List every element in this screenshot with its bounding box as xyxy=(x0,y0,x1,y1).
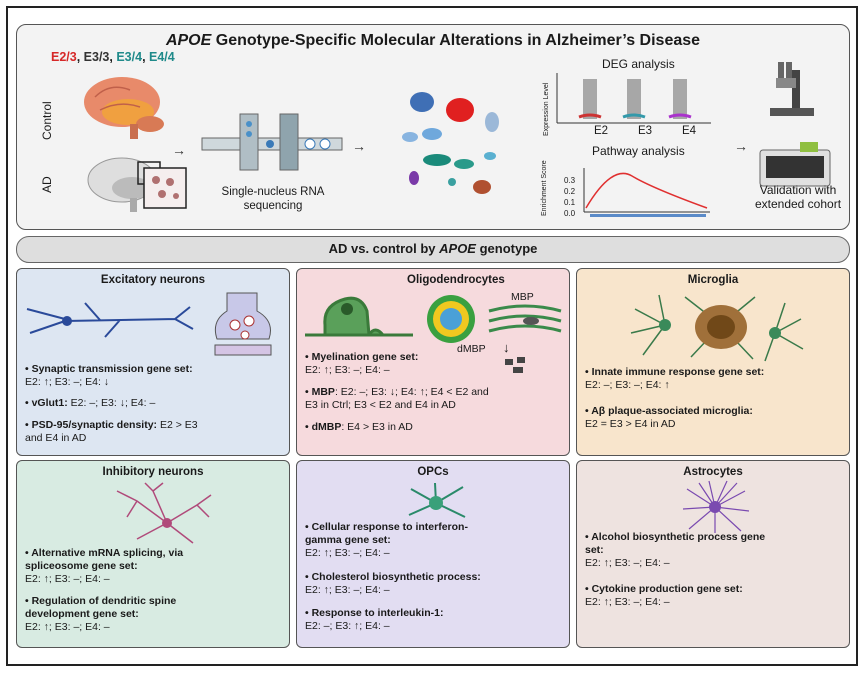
figure-title: APOE Genotype-Specific Molecular Alterat… xyxy=(165,32,701,49)
inhibitory-dendritic: • Regulation of dendritic spine xyxy=(25,595,177,607)
excitatory-psd95: • PSD-95/synaptic density: E2 > E3 xyxy=(25,419,198,431)
excitatory-psd95-cont: and E4 in AD xyxy=(25,432,87,444)
astrocyte-icon xyxy=(682,480,750,533)
genotype-e44: E4/4 xyxy=(149,50,175,64)
astro-alcohol-values: E2: ↑; E3: –; E4: – xyxy=(585,557,670,569)
oligo-myelination-values: E2: ↑; E3: –; E4: – xyxy=(305,364,390,376)
panel-title: Astrocytes xyxy=(683,466,743,478)
excitatory-vglut1: • vGlut1: E2: –; E3: ↓; E4: – xyxy=(25,397,156,409)
oligo-mbp-cont: E3 in Ctrl; E3 < E2 and E4 in AD xyxy=(305,399,456,411)
panel-oligodendrocytes: Oligodendrocytes MBP dMBP ↓ • Myelinatio… xyxy=(296,268,570,456)
excitatory-synaptic-transmission: • Synaptic transmission gene set: xyxy=(25,363,193,375)
mbp-label: MBP xyxy=(511,291,534,303)
opc-cholesterol-values: E2: ↑; E3: –; E4: – xyxy=(305,584,390,596)
microglia-innate-immune: • Innate immune response gene set: xyxy=(585,366,765,378)
microglia-abeta-values: E2 = E3 > E4 in AD xyxy=(585,418,676,430)
genotype-legend: E2/3, E3/3, E3/4, E4/4 xyxy=(51,50,175,64)
oligo-myelination: • Myelination gene set: xyxy=(305,351,419,363)
inhibitory-dendritic-values: E2: ↑; E3: –; E4: – xyxy=(25,621,110,633)
opc-cell-icon xyxy=(408,482,466,518)
synapse-icon xyxy=(214,292,272,356)
panel-title: OPCs xyxy=(417,466,449,478)
deg-group-e2: E2 xyxy=(594,125,609,137)
microglia-plaque-icon xyxy=(630,294,804,362)
deg-title: DEG analysis xyxy=(602,57,675,71)
microglia-abeta: • Aβ plaque-associated microglia: xyxy=(585,405,753,417)
astro-alcohol-cont: set: xyxy=(585,544,604,556)
pathway-enrichment-plot xyxy=(583,168,710,217)
ad-label: AD xyxy=(40,176,54,193)
panel-inhibitory-neurons: Inhibitory neurons • Alternative mRNA sp… xyxy=(16,460,290,648)
comparison-banner: AD vs. control by APOE genotype xyxy=(16,236,850,263)
genotype-e34: E3/4 xyxy=(116,50,143,64)
panel-title: Microglia xyxy=(687,274,739,286)
umap-clusters xyxy=(402,92,499,194)
oligo-mbp: • MBP: E2: –; E3: ↓; E4: ↑; E4 < E2 and xyxy=(305,386,489,398)
pathway-title: Pathway analysis xyxy=(592,144,685,158)
excitatory-synaptic-values: E2: ↑; E3: –; E4: ↓ xyxy=(25,376,110,388)
opc-interferon: • Cellular response to interferon- xyxy=(305,521,468,533)
pathway-ylabel: Enrichment Score xyxy=(541,160,548,216)
genotype-e23: E2/3 xyxy=(51,50,77,64)
opc-cholesterol: • Cholesterol biosynthetic process: xyxy=(305,571,481,583)
panel-microglia: Microglia • Innate immune response gene … xyxy=(576,268,850,456)
control-brain-icon xyxy=(84,77,164,139)
oligo-dmbp: • dMBP: E4 > E3 in AD xyxy=(305,421,413,433)
opc-interleukin: • Response to interleukin-1: xyxy=(305,607,444,619)
control-label: Control xyxy=(40,101,54,140)
arrow-icon: → xyxy=(734,138,748,154)
arrow-icon: → xyxy=(172,142,186,158)
panel-title: Excitatory neurons xyxy=(100,274,206,286)
deg-group-e4: E4 xyxy=(682,125,697,137)
ad-brain-icon xyxy=(87,157,187,212)
microscope-icon xyxy=(770,62,814,116)
deg-group-e3: E3 xyxy=(638,125,653,137)
inhibitory-splicing-cont: spliceosome gene set: xyxy=(25,560,138,572)
astro-cytokine-values: E2: ↑; E3: –; E4: – xyxy=(585,596,670,608)
microglia-innate-values: E2: –; E3: –; E4: ↑ xyxy=(585,379,670,391)
myelin-cross-section-icon xyxy=(427,295,475,343)
astro-cytokine: • Cytokine production gene set: xyxy=(585,583,743,595)
dmbp-label: dMBP xyxy=(457,343,486,355)
excitatory-neuron-icon xyxy=(26,302,194,338)
inhibitory-splicing-values: E2: ↑; E3: –; E4: – xyxy=(25,573,110,585)
genotype-e33: E3/3 xyxy=(83,50,110,64)
dmbp-fragments-icon xyxy=(505,357,525,373)
opc-interleukin-values: E2: –; E3: ↑; E4: – xyxy=(305,620,390,632)
panel-title: Inhibitory neurons xyxy=(102,466,204,478)
panel-opcs: OPCs • Cellular response to interferon- … xyxy=(296,460,570,648)
inhibitory-splicing: • Alternative mRNA splicing, via xyxy=(25,547,184,559)
panel-title: Oligodendrocytes xyxy=(407,274,505,286)
inhibitory-neuron-icon xyxy=(116,482,212,544)
microfluidic-icon xyxy=(201,113,343,171)
panel-astrocytes: Astrocytes • Alcohol biosynthetic proces… xyxy=(576,460,850,648)
astro-alcohol: • Alcohol biosynthetic process gene xyxy=(585,531,766,543)
oligodendrocyte-icon xyxy=(305,296,413,337)
inhibitory-dendritic-cont: development gene set: xyxy=(25,608,139,620)
analyzer-machine-icon xyxy=(759,142,831,187)
opc-interferon-cont: gamma gene set: xyxy=(305,534,391,546)
deg-ylabel: Expression Level xyxy=(543,82,550,136)
panel-excitatory-neurons: Excitatory neurons • Synaptic transmissi… xyxy=(16,268,290,456)
myelin-sheath-icon xyxy=(488,304,562,333)
deg-violin-plot xyxy=(556,73,711,124)
arrow-icon: → xyxy=(352,138,366,154)
opc-interferon-values: E2: ↑; E3: –; E4: – xyxy=(305,547,390,559)
down-arrow-icon: ↓ xyxy=(503,340,510,355)
